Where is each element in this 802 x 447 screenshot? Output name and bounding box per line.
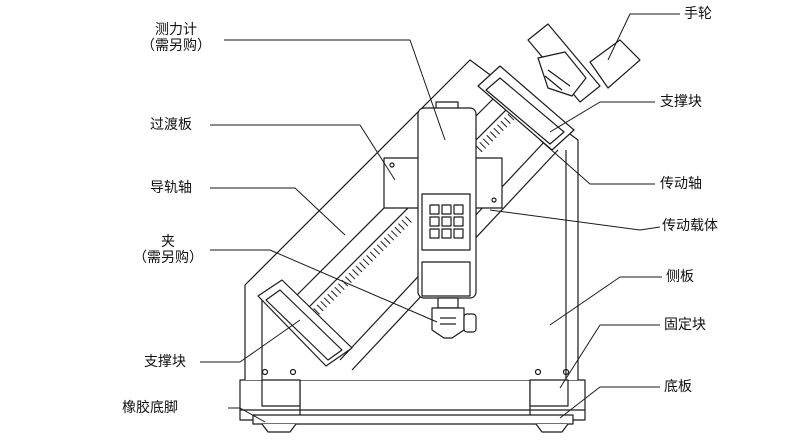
label-force-gauge: 测力计 （需另购）	[136, 22, 216, 54]
label-base-plate: 底板	[664, 379, 692, 395]
thread-tick	[352, 269, 359, 276]
force-gauge-note: （需另购）	[141, 38, 211, 54]
thread-tick	[486, 134, 494, 142]
label-support-block-left: 支撑块	[144, 354, 186, 370]
thread-tick	[387, 233, 395, 241]
thread-tick	[373, 247, 381, 255]
thread-tick	[366, 255, 373, 262]
side-plate	[244, 59, 579, 380]
thread-tick	[369, 251, 377, 259]
thread-tick	[320, 300, 328, 308]
thread-tick	[348, 272, 356, 280]
force-gauge-title: 测力计	[155, 22, 197, 38]
thread-tick	[500, 120, 508, 128]
fixed-blocks	[261, 379, 569, 407]
thread-tick	[337, 283, 345, 291]
clamp-note: （需另购）	[133, 250, 203, 266]
label-fixed-block: 固定块	[664, 317, 706, 333]
force-gauge	[417, 101, 477, 299]
clamp-title: 夹	[161, 234, 175, 250]
clamp	[431, 297, 477, 339]
thread-tick	[327, 293, 335, 301]
label-rubber-feet: 橡胶底脚	[122, 400, 178, 416]
thread-tick	[475, 145, 483, 153]
support-block-top	[477, 65, 575, 151]
thread-tick	[479, 141, 487, 149]
label-clamp: 夹 （需另购）	[128, 234, 208, 266]
label-drive-shaft: 传动轴	[660, 176, 702, 192]
thread-tick	[323, 297, 331, 305]
label-handwheel: 手轮	[684, 6, 712, 22]
thread-tick	[345, 276, 352, 283]
label-support-block-right: 支撑块	[660, 94, 702, 110]
thread-tick	[493, 127, 501, 135]
rubber-feet	[261, 423, 569, 433]
thread-tick	[383, 237, 391, 245]
thread-tick	[390, 230, 398, 238]
thread-tick	[394, 226, 402, 234]
thread-tick	[376, 244, 384, 252]
thread-tick	[507, 113, 515, 121]
thread-tick	[504, 117, 511, 124]
thread-tick	[313, 308, 320, 315]
label-side-plate: 侧板	[666, 269, 694, 285]
thread-tick	[496, 124, 504, 132]
label-guide-shaft: 导轨轴	[150, 180, 192, 196]
thread-tick	[316, 304, 324, 312]
thread-tick	[359, 262, 366, 269]
thread-tick	[398, 223, 405, 230]
thread-tick	[330, 290, 338, 298]
handwheel	[527, 23, 641, 103]
thread-tick	[489, 131, 497, 139]
thread-tick	[355, 265, 363, 273]
thread-tick	[362, 258, 370, 266]
thread-tick	[380, 240, 388, 248]
leader-lines	[200, 13, 680, 423]
thread-tick	[334, 286, 342, 294]
thread-tick	[482, 138, 490, 146]
thread-tick	[401, 219, 409, 227]
keypad	[429, 204, 464, 239]
label-adapter-plate: 过渡板	[150, 117, 192, 133]
support-block-bottom	[257, 279, 353, 367]
label-drive-carrier: 传动载体	[662, 218, 718, 234]
thread-tick	[405, 216, 412, 223]
